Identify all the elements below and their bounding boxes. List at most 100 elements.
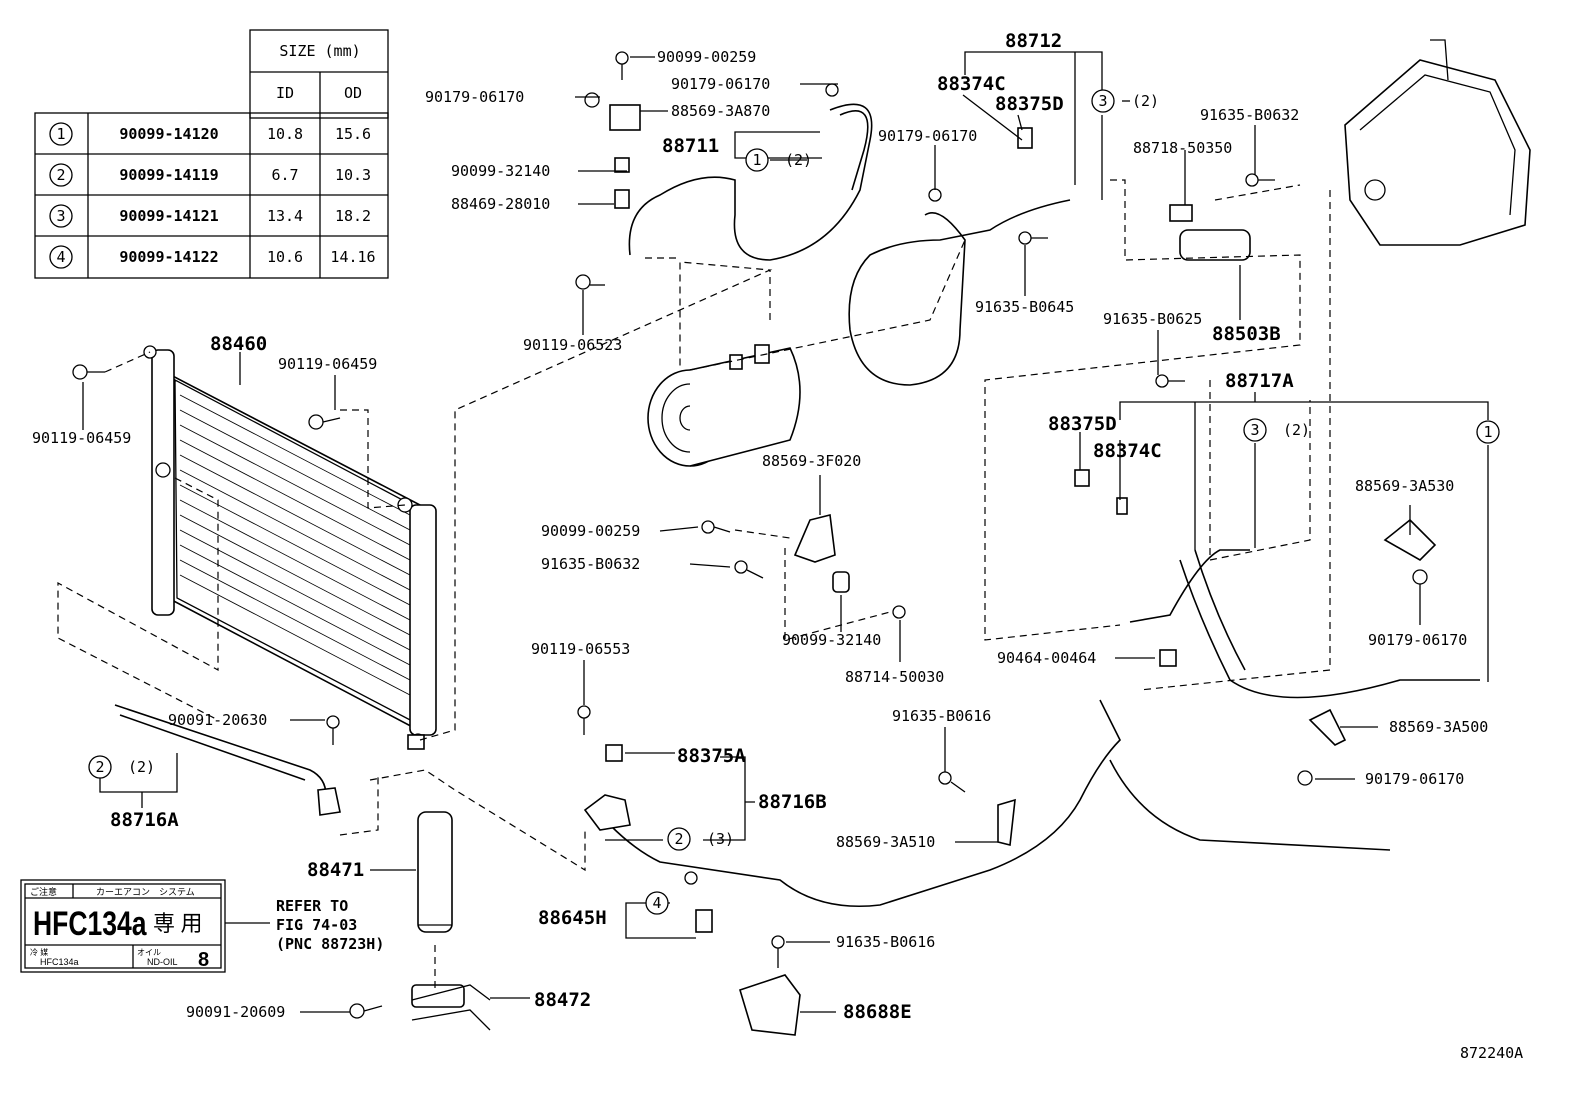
figure-id: 872240A: [1460, 1044, 1523, 1062]
leader-lines: [82, 51, 1489, 1013]
part-label: 90464-00464: [997, 649, 1096, 667]
table-col-id: ID: [276, 84, 294, 102]
part-label: 90179-06170: [1365, 770, 1464, 788]
hose-size-table: SIZE (mm) ID OD 1 90099-14120 10.8 15.6 …: [34, 29, 389, 279]
table-row-od: 10.3: [335, 166, 371, 184]
sticker-aircon: カーエアコン システム: [96, 887, 195, 897]
table-row-od: 18.2: [335, 207, 371, 225]
part-label: 88717A: [1225, 370, 1294, 392]
table-row-od: 14.16: [330, 248, 375, 266]
table-row-part: 90099-14122: [119, 248, 218, 266]
part-label: 91635-B0625: [1103, 310, 1202, 328]
table-row-part: 90099-14120: [119, 125, 218, 143]
part-label: 90091-20609: [186, 1003, 285, 1021]
receiver-drier-drawing: [411, 811, 491, 1031]
part-label: 91635-B0632: [1200, 106, 1299, 124]
part-label: 90179-06170: [671, 75, 770, 93]
part-label: 88569-3A870: [671, 102, 770, 120]
table-col-od: OD: [344, 84, 362, 102]
part-label: 88716B: [758, 791, 827, 813]
sticker-refrigerant: HFC134a: [33, 905, 147, 943]
ref-circle: 1: [1483, 423, 1492, 441]
part-label: 88375D: [995, 93, 1064, 115]
part-label: 90119-06459: [278, 355, 377, 373]
qty-note: (3): [707, 830, 734, 848]
part-label: 88714-50030: [845, 668, 944, 686]
sticker-exclusive: 専 用: [153, 911, 203, 936]
part-label: 90179-06170: [425, 88, 524, 106]
part-label: 88569-3A510: [836, 833, 935, 851]
table-row-num: 3: [56, 207, 65, 225]
part-label: 90091-20630: [168, 711, 267, 729]
ref-circle: 2: [95, 758, 104, 776]
table-row-num: 1: [56, 125, 65, 143]
part-label: 88688E: [843, 1001, 912, 1023]
sticker-oil-value: ND-OIL: [147, 957, 178, 967]
part-label: 88645H: [538, 907, 607, 929]
part-label: 88716A: [110, 809, 179, 831]
part-label: 88569-3F020: [762, 452, 861, 470]
part-label: 88460: [210, 333, 267, 355]
dashed-guide-lines: [57, 179, 1331, 990]
part-label: 90119-06553: [531, 640, 630, 658]
sticker-caution: ご注意: [30, 886, 57, 897]
table-row-part: 90099-14121: [119, 207, 218, 225]
refer-note: REFER TO: [276, 897, 348, 915]
refer-note: FIG 74-03: [276, 916, 357, 934]
part-label: 91635-B0645: [975, 298, 1074, 316]
part-label: 91635-B0616: [836, 933, 935, 951]
part-label: 88569-3A530: [1355, 477, 1454, 495]
table-size-header: SIZE (mm): [279, 42, 360, 60]
table-row-num: 2: [56, 166, 65, 184]
part-label: 88712: [1005, 30, 1062, 52]
part-label: 88718-50350: [1133, 139, 1232, 157]
part-label: 88375A: [677, 745, 746, 767]
qty-note: (2): [128, 758, 155, 776]
refer-note: (PNC 88723H): [276, 935, 384, 953]
sticker-oil-number: 8: [198, 949, 209, 971]
sticker-coolant-value: HFC134a: [40, 957, 79, 967]
table-row-num: 4: [56, 248, 65, 266]
compressor-drawing: [647, 344, 801, 467]
part-number-labels: 90099-00259 90179-06170 90179-06170 8856…: [32, 30, 1523, 1062]
reference-circles: 1 (2) 3 (2) 3 (2) 1 2 (2) 2 (3) 4: [88, 89, 1500, 915]
part-label: 90119-06459: [32, 429, 131, 447]
ref-circle: 3: [1098, 92, 1107, 110]
table-row-id: 13.4: [267, 207, 303, 225]
ref-circle: 3: [1250, 421, 1259, 439]
ref-circle: 4: [652, 894, 661, 912]
part-label: 90099-32140: [782, 631, 881, 649]
condenser-drawing: [143, 345, 437, 750]
table-row-part: 90099-14119: [119, 166, 218, 184]
part-label: 90179-06170: [878, 127, 977, 145]
part-label: 90119-06523: [523, 336, 622, 354]
part-label: 91635-B0616: [892, 707, 991, 725]
part-label: 91635-B0632: [541, 555, 640, 573]
part-label: 88569-3A500: [1389, 718, 1488, 736]
table-row-id: 10.6: [267, 248, 303, 266]
part-label: 88375D: [1048, 413, 1117, 435]
table-row-od: 15.6: [335, 125, 371, 143]
part-label: 90099-00259: [657, 48, 756, 66]
part-label: 90099-00259: [541, 522, 640, 540]
part-label: 90179-06170: [1368, 631, 1467, 649]
fasteners: [72, 51, 1437, 1036]
ref-circle: 1: [752, 151, 761, 169]
part-label: 88471: [307, 859, 364, 881]
table-row-id: 6.7: [271, 166, 298, 184]
qty-note: (2): [1283, 421, 1310, 439]
sticker-coolant-label: 冷 媒: [30, 947, 48, 957]
table-row-id: 10.8: [267, 125, 303, 143]
evaporator-unit-drawing: [1344, 39, 1531, 246]
part-label: 90099-32140: [451, 162, 550, 180]
ref-circle: 2: [674, 830, 683, 848]
part-label: 88711: [662, 135, 719, 157]
part-label: 88472: [534, 989, 591, 1011]
part-label: 88469-28010: [451, 195, 550, 213]
part-label: 88374C: [937, 73, 1006, 95]
part-label: 88503B: [1212, 323, 1281, 345]
sticker-oil-label: オイル: [137, 948, 161, 957]
part-label: 88374C: [1093, 440, 1162, 462]
qty-note: (2): [785, 151, 812, 169]
